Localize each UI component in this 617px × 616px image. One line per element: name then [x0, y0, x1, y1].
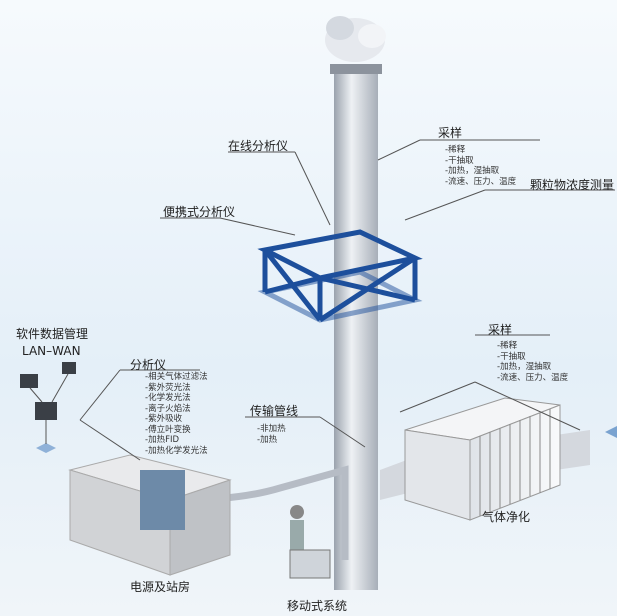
list-item: -相关气体过滤法	[145, 372, 208, 382]
computers	[20, 362, 76, 453]
list-item: -干抽取	[497, 351, 526, 362]
label-analyzer: 分析仪	[130, 358, 167, 372]
label-lan-wan: LAN–WAN	[22, 344, 81, 358]
list-item: -流速、压力、温度	[445, 176, 517, 187]
label-software: 软件数据管理	[16, 327, 89, 341]
label-gas-cleaning: 气体净化	[482, 510, 531, 524]
gas-cleaning-unit	[404, 397, 561, 521]
list-item: -非加热	[257, 424, 286, 434]
platform-frame	[257, 229, 423, 323]
mobile-system	[289, 505, 331, 579]
label-sampling-top: 采样	[438, 126, 463, 140]
list-item: -紫外吸收	[145, 414, 183, 424]
list-item: -稀释	[497, 341, 518, 351]
list-item: -加热	[257, 434, 278, 445]
label-particulate: 颗粒物浓度测量	[530, 178, 615, 192]
label-portable-analyzer: 便携式分析仪	[163, 205, 236, 219]
chimney	[334, 70, 378, 590]
list-item: -化学发光法	[145, 393, 191, 403]
list-item: -加热，湿抽取	[497, 362, 552, 372]
label-transmission: 传输管线	[250, 404, 299, 418]
list-item: -傅立叶变换	[145, 424, 191, 435]
flow-arrow	[605, 426, 617, 438]
list-item: -离子火焰法	[145, 403, 191, 414]
list-item: -紫外荧光法	[145, 382, 191, 393]
label-mobile: 移动式系统	[287, 599, 348, 613]
transmission-list: -非加热-加热	[257, 424, 286, 445]
list-item: -流速、压力、温度	[497, 372, 569, 383]
smoke	[325, 16, 386, 62]
list-item: -加热FID	[145, 435, 180, 445]
list-item: -稀释	[445, 145, 466, 155]
list-item: -加热化学发光法	[145, 445, 208, 456]
analyzer-list: -相关气体过滤法-紫外荧光法-化学发光法-离子火焰法-紫外吸收-傅立叶变换-加热…	[145, 372, 208, 456]
list-item: -干抽取	[445, 155, 474, 166]
sampling-top-list: -稀释-干抽取-加热，湿抽取-流速、压力、温度	[445, 145, 516, 187]
label-sampling-right: 采样	[488, 323, 513, 337]
label-station: 电源及站房	[130, 580, 191, 594]
station-building	[68, 454, 232, 576]
leader-lines	[79, 139, 615, 461]
list-item: -加热，湿抽取	[445, 166, 500, 176]
sampling-right-list: -稀释-干抽取-加热，湿抽取-流速、压力、温度	[497, 341, 568, 383]
label-online-analyzer: 在线分析仪	[228, 139, 289, 153]
